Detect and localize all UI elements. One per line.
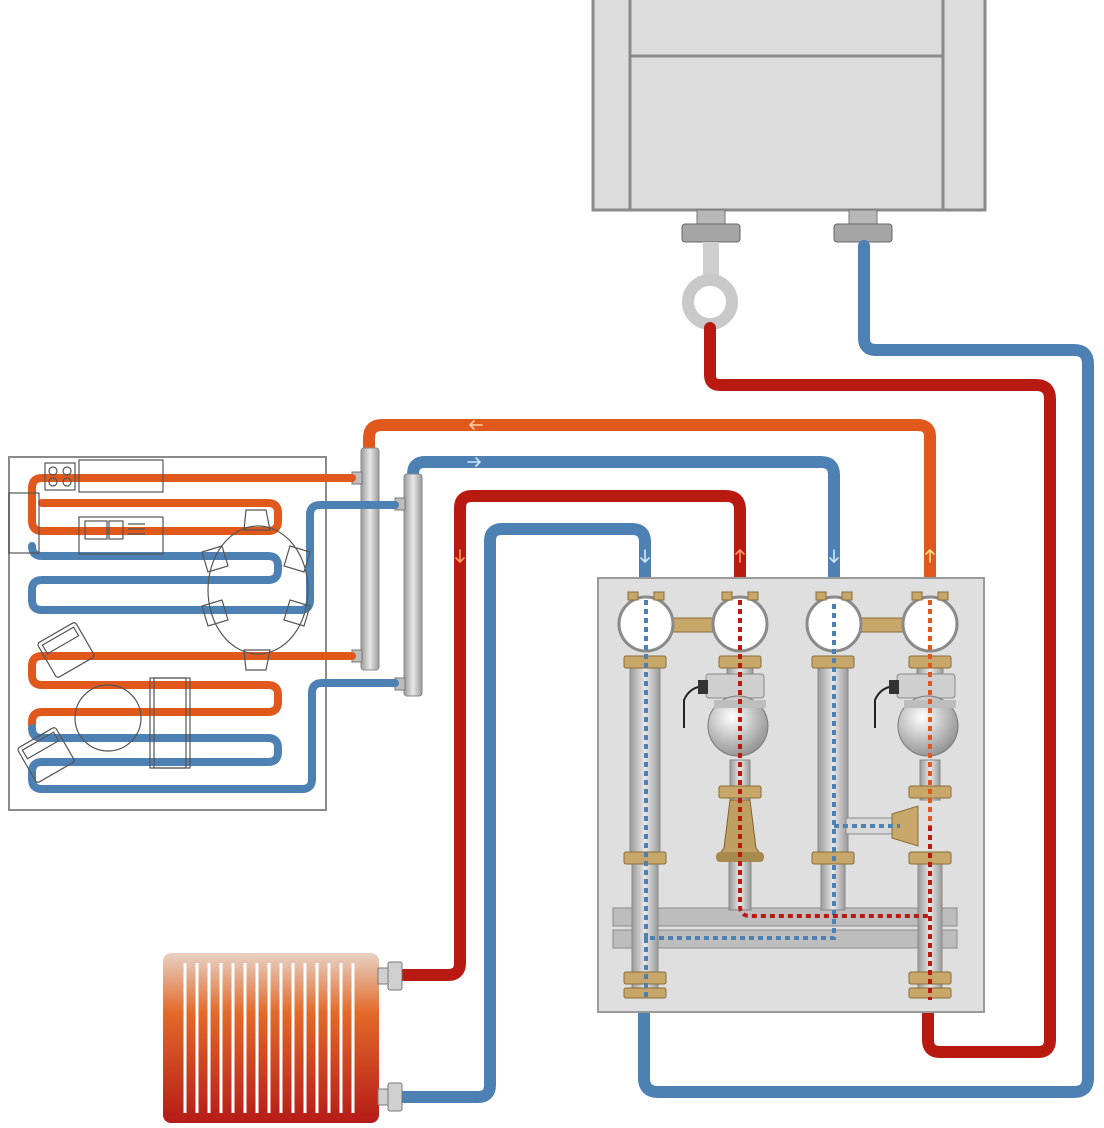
arrow-right xyxy=(467,457,481,467)
boiler-supply-connector xyxy=(681,209,741,330)
internal-flow-lines xyxy=(644,600,932,1000)
arrow-up xyxy=(925,549,935,563)
ufh-supply-pipe xyxy=(363,419,936,606)
radiator-return-pipe xyxy=(374,523,651,1103)
boiler-return-connector xyxy=(833,209,893,243)
flow-arrows xyxy=(455,420,935,563)
arrow-up xyxy=(735,549,745,563)
hydraulic-distribution-panel xyxy=(597,577,985,1013)
ufh-return-pipe xyxy=(407,456,840,606)
underfloor-heating-manifold xyxy=(351,447,423,697)
radiator-supply-pipe xyxy=(374,490,746,981)
arrow-down xyxy=(829,549,839,563)
boiler xyxy=(591,0,987,330)
arrow-down xyxy=(640,549,650,563)
radiator-valves xyxy=(377,961,403,1112)
floor-plan xyxy=(8,456,399,811)
radiator-fins xyxy=(183,963,355,1113)
radiator xyxy=(163,953,403,1123)
arrow-down xyxy=(455,549,465,563)
gauge-fittings xyxy=(627,591,949,601)
underfloor-loops xyxy=(28,474,399,793)
boiler-supply-pipe xyxy=(704,322,1056,1058)
boiler-return-pipe xyxy=(638,240,1094,1098)
furniture xyxy=(8,459,311,783)
arrow-left xyxy=(469,420,483,430)
